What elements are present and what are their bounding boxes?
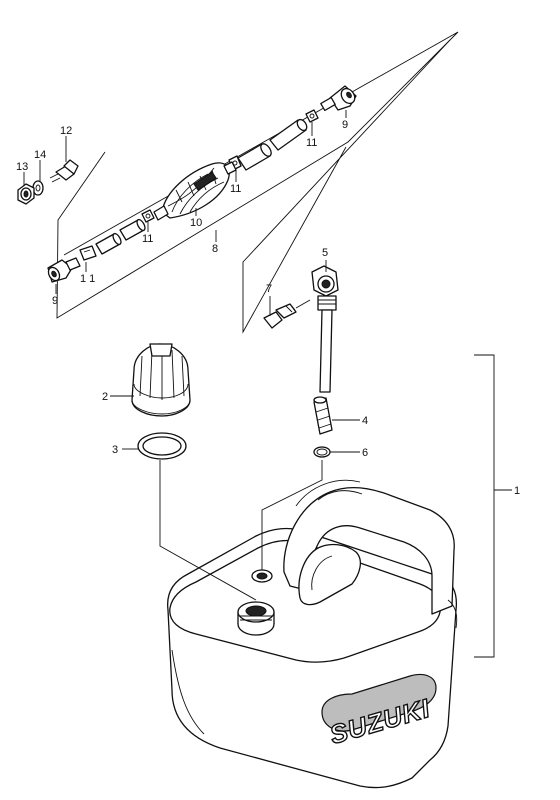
callout-8: 8 [212,243,218,255]
fill-neck [237,601,275,636]
callout-11-upper: 11 [306,137,317,149]
gasket-3 [137,432,187,460]
brand-plaque: SUZUKI [321,673,437,751]
callout-10: 10 [190,217,202,229]
callout-11-left: 11 [142,233,153,245]
fuel-hose-assembly [47,85,357,283]
callout-9-bottom: 9 [52,295,58,307]
callout-3: 3 [112,444,118,456]
callout-2: 2 [102,391,108,403]
primer-bulb [153,161,237,221]
o-ring-6 [313,446,331,458]
connector-left [47,257,81,283]
callout-7: 7 [266,283,272,295]
callout-labels: 1 2 3 4 5 6 7 8 9 9 10 11 11 11 1 1 12 1… [16,119,520,497]
callout-11-mid: 11 [230,183,241,195]
fuel-tank: SUZUKI [166,479,458,789]
callout-4: 4 [362,415,368,427]
tank-fitting-12 [49,159,79,183]
clamp-upper-right [305,109,319,123]
clamp-left-mid [141,209,155,223]
callout-13: 13 [16,161,28,173]
filter-4 [313,396,333,435]
callout-1: 1 [514,485,520,497]
callout-6: 6 [362,447,368,459]
callout-11-lower: 1 1 [80,273,95,285]
connector-right [320,85,357,112]
clamp-lower-left [79,245,97,261]
elbow-fitting-5 [311,265,339,311]
callout-12: 12 [60,125,72,137]
callout-9-top: 9 [342,119,348,131]
hose-assembly-outline [56,31,459,334]
callout-5: 5 [322,247,328,259]
fitting-port [251,569,273,583]
callout-14: 14 [34,149,46,161]
nut-13 [17,183,35,205]
pickup-tube [319,309,333,393]
tank-cap-2 [131,343,191,417]
fitting-7 [263,299,311,329]
leader-lines [23,110,512,658]
